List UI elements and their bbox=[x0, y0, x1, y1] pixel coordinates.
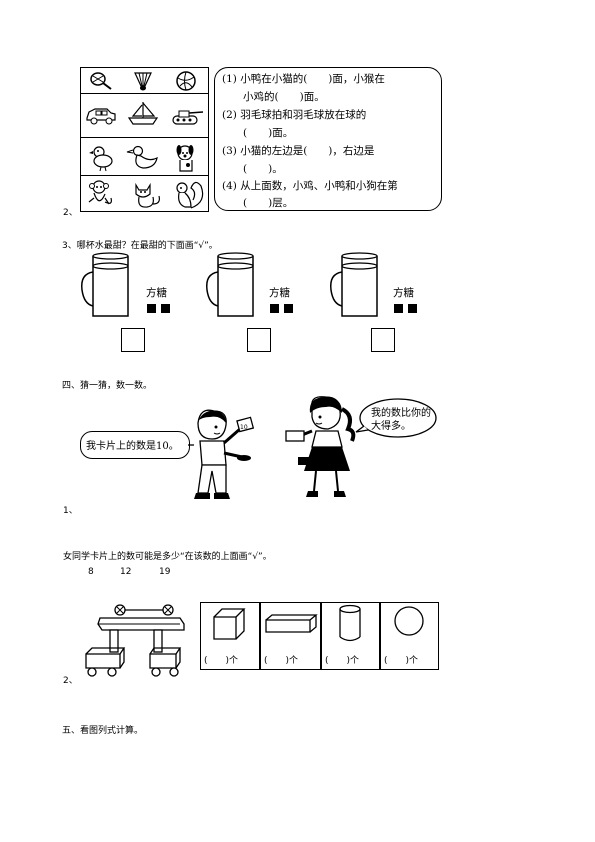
table-divider bbox=[259, 602, 261, 670]
badminton-racket-icon bbox=[90, 72, 112, 90]
question-1-number: 1、 bbox=[63, 506, 78, 516]
cup-icon bbox=[205, 252, 254, 317]
grid-divider bbox=[81, 137, 208, 138]
boy-speech-text: 我卡片上的数是10。 bbox=[86, 441, 179, 452]
statement-line: ( )。 bbox=[222, 163, 283, 175]
sugar-label: 方糖 bbox=[393, 287, 414, 299]
boy-speech-bubble bbox=[80, 431, 190, 459]
picture-grid bbox=[80, 67, 209, 212]
cylinder-icon bbox=[339, 604, 361, 642]
answer-box-cup-2[interactable] bbox=[247, 328, 271, 352]
answer-box-cup-3[interactable] bbox=[371, 328, 395, 352]
cat-icon bbox=[135, 182, 160, 208]
tank-icon bbox=[172, 110, 204, 125]
sugar-cube bbox=[408, 304, 417, 313]
sugar-cube bbox=[270, 304, 279, 313]
section-5-title: 五、看图列式计算。 bbox=[62, 726, 144, 736]
sugar-cube bbox=[394, 304, 403, 313]
statement-line: (4) 从上面数，小鸡、小鸭和小狗在第 bbox=[222, 180, 398, 192]
statement-line: (3) 小猫的左边是( )，右边是 bbox=[222, 145, 375, 157]
sugar-cube bbox=[161, 304, 170, 313]
sugar-cube bbox=[284, 304, 293, 313]
sugar-label: 方糖 bbox=[146, 287, 167, 299]
sphere-icon bbox=[394, 606, 424, 636]
question-number-2-bottom: 2、 bbox=[63, 676, 78, 686]
section-4-question: 女同学卡片上的数可能是多少“在该数的上面画“√”。 bbox=[63, 552, 272, 562]
ball-icon bbox=[176, 71, 196, 91]
question-number-2-top: 2、 bbox=[63, 208, 78, 218]
cube-icon bbox=[213, 608, 246, 640]
duck-icon bbox=[126, 145, 158, 169]
statement-line: ( )面。 bbox=[222, 127, 294, 139]
count-label[interactable]: ( )个 bbox=[204, 656, 239, 666]
option-8[interactable]: 8 bbox=[88, 567, 94, 577]
cup-icon bbox=[80, 252, 129, 317]
car-icon bbox=[86, 108, 116, 125]
count-label[interactable]: ( )个 bbox=[325, 656, 360, 666]
dog-icon bbox=[176, 145, 194, 172]
option-12[interactable]: 12 bbox=[120, 567, 132, 577]
count-label[interactable]: ( )个 bbox=[264, 656, 299, 666]
boy-illustration: 10 bbox=[188, 409, 255, 499]
girl-speech-text: 我的数比你的大得多。 bbox=[371, 408, 431, 432]
svg-text:10: 10 bbox=[240, 424, 248, 431]
question-3-prompt: 3、哪杯水最甜？在最甜的下面画“√”。 bbox=[62, 241, 218, 251]
squirrel-icon bbox=[176, 181, 204, 209]
shuttlecock-icon bbox=[134, 72, 152, 91]
answer-box-cup-1[interactable] bbox=[121, 328, 145, 352]
chick-icon bbox=[89, 146, 113, 172]
sugar-cube bbox=[147, 304, 156, 313]
grid-divider bbox=[81, 93, 208, 94]
option-19[interactable]: 19 bbox=[159, 567, 171, 577]
section-4-title: 四、猜一猜，数一数。 bbox=[62, 381, 153, 391]
statement-line: (1) 小鸭在小猫的( )面，小猴在 bbox=[222, 73, 385, 85]
girl-speech-bubble bbox=[355, 398, 437, 438]
cuboid-icon bbox=[265, 614, 318, 633]
girl-illustration bbox=[285, 396, 356, 497]
count-label[interactable]: ( )个 bbox=[384, 656, 419, 666]
shapes-count-table bbox=[200, 602, 439, 670]
sugar-label: 方糖 bbox=[269, 287, 290, 299]
statement-line: 小鸡的( )面。 bbox=[222, 91, 325, 103]
cup-icon bbox=[329, 252, 378, 317]
grid-pictures bbox=[86, 71, 204, 209]
statement-line: (2) 羽毛球拍和羽毛球放在球的 bbox=[222, 109, 367, 121]
statement-line: ( )层。 bbox=[222, 197, 294, 209]
table-divider bbox=[320, 602, 322, 670]
statements-box bbox=[214, 67, 442, 211]
shapes-robot-illustration bbox=[85, 604, 185, 677]
boat-icon bbox=[127, 102, 159, 125]
grid-divider bbox=[81, 175, 208, 176]
table-divider bbox=[379, 602, 381, 670]
monkey-icon bbox=[88, 180, 112, 205]
